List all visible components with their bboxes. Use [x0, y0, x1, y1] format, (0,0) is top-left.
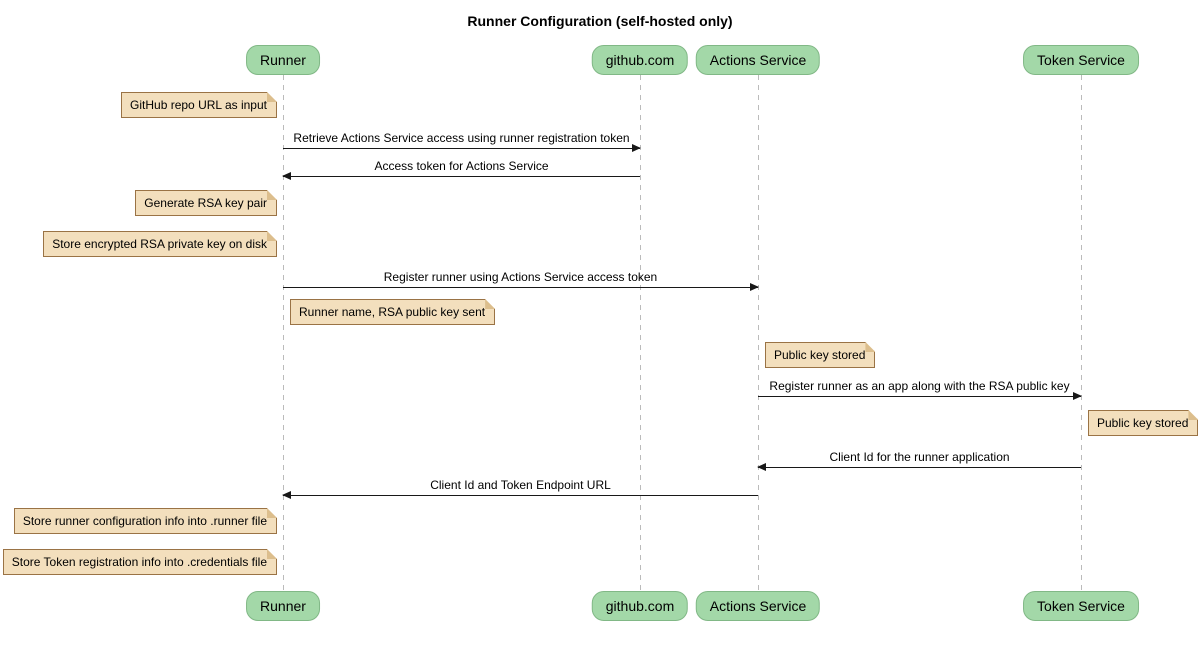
- lifeline-github: [640, 75, 641, 592]
- note-generate-rsa: Generate RSA key pair: [135, 190, 277, 216]
- lifeline-runner: [283, 75, 284, 592]
- message-line: [283, 287, 758, 288]
- participant-runner-top: Runner: [246, 45, 320, 75]
- arrowhead-right-icon: [1073, 392, 1082, 400]
- message-label: Register runner using Actions Service ac…: [383, 270, 658, 284]
- arrowhead-left-icon: [757, 463, 766, 471]
- participant-actions-service-bottom: Actions Service: [695, 591, 821, 621]
- note-store-runner-file: Store runner configuration info into .ru…: [13, 508, 277, 534]
- message-label: Client Id and Token Endpoint URL: [430, 478, 611, 492]
- note-store-credentials-file: Store Token registration info into .cred…: [2, 549, 277, 575]
- participant-github-bottom: github.com: [591, 591, 689, 621]
- message-line: [283, 148, 640, 149]
- note-store-private-key: Store encrypted RSA private key on disk: [43, 231, 277, 257]
- message-label: Access token for Actions Service: [374, 159, 549, 173]
- lifeline-actions-service: [758, 75, 759, 592]
- message-line: [283, 176, 640, 177]
- message-line: [758, 467, 1081, 468]
- message-line: [283, 495, 758, 496]
- lifeline-token-service: [1081, 75, 1082, 592]
- message-label: Retrieve Actions Service access using ru…: [293, 131, 630, 145]
- participant-token-service-top: Token Service: [1023, 45, 1139, 75]
- note-public-key-stored-actions: Public key stored: [765, 342, 876, 368]
- participant-github-top: github.com: [591, 45, 689, 75]
- participant-runner-bottom: Runner: [246, 591, 320, 621]
- participant-actions-service-top: Actions Service: [695, 45, 821, 75]
- arrowhead-right-icon: [750, 283, 759, 291]
- arrowhead-right-icon: [632, 144, 641, 152]
- message-label: Register runner as an app along with the…: [769, 379, 1070, 393]
- arrowhead-left-icon: [282, 491, 291, 499]
- message-line: [758, 396, 1081, 397]
- diagram-title: Runner Configuration (self-hosted only): [467, 13, 733, 29]
- note-runner-name-sent: Runner name, RSA public key sent: [290, 299, 496, 325]
- participant-token-service-bottom: Token Service: [1023, 591, 1139, 621]
- note-public-key-stored-token: Public key stored: [1088, 410, 1199, 436]
- note-github-repo-url: GitHub repo URL as input: [121, 92, 277, 118]
- message-label: Client Id for the runner application: [829, 450, 1010, 464]
- arrowhead-left-icon: [282, 172, 291, 180]
